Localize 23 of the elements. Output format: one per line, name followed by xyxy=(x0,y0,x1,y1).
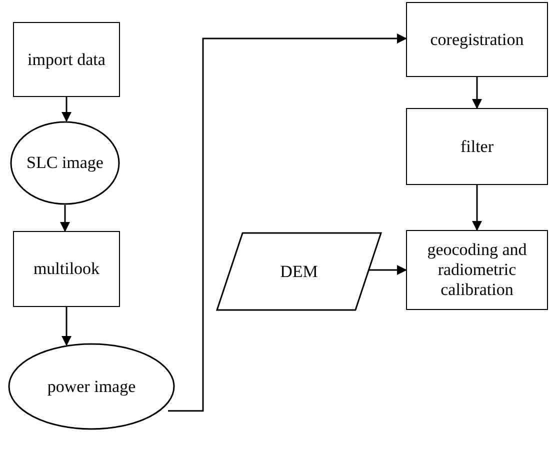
arrow xyxy=(368,265,407,275)
arrow xyxy=(168,34,407,412)
process-box xyxy=(13,22,120,97)
node-label: geocoding and radiometric calibration xyxy=(426,240,528,300)
process-box xyxy=(406,108,548,185)
arrow xyxy=(472,77,482,109)
input-parallelogram xyxy=(216,232,382,311)
process-box xyxy=(406,2,548,77)
arrow xyxy=(62,307,72,346)
process-box xyxy=(406,230,548,310)
node-label: import data xyxy=(28,50,106,70)
node-label: filter xyxy=(460,136,494,156)
data-ellipse xyxy=(8,343,175,430)
arrow xyxy=(62,97,72,122)
data-ellipse xyxy=(10,121,120,205)
node-label: coregistration xyxy=(430,30,524,50)
node-label: power image xyxy=(47,376,136,396)
node-label: multilook xyxy=(33,259,100,279)
process-box xyxy=(13,231,120,307)
arrow xyxy=(60,205,70,232)
node-label: SLC image xyxy=(26,153,104,173)
arrow xyxy=(472,185,482,231)
node-label: DEM xyxy=(280,262,318,282)
